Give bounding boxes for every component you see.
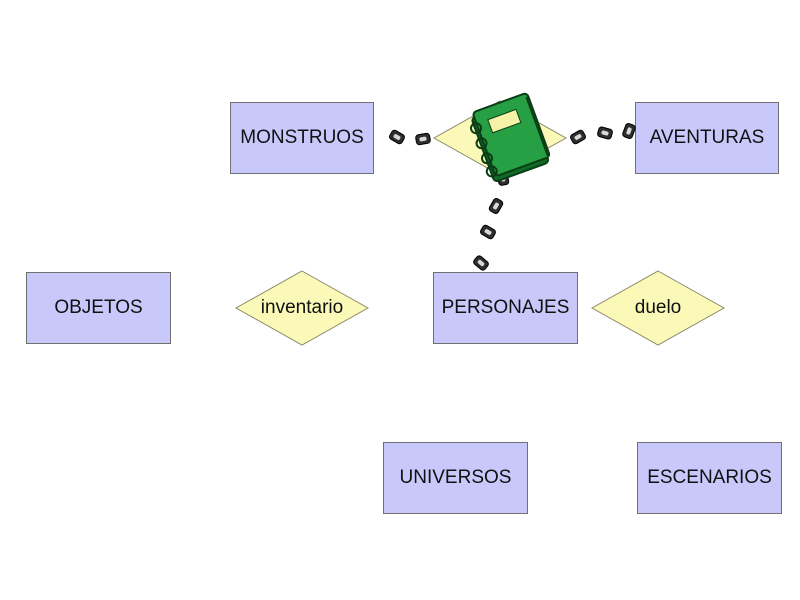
chain-link-icon — [387, 128, 407, 146]
relation-duelo-label: duelo — [634, 297, 682, 318]
relation-duelo[interactable]: duelo — [591, 270, 725, 346]
chain-link-icon — [621, 122, 637, 140]
relation-inventario-label: inventario — [260, 297, 344, 318]
relation-inventario[interactable]: inventario — [235, 270, 369, 346]
relation-inventario-diamond — [235, 270, 369, 346]
entity-universos[interactable]: UNIVERSOS — [383, 442, 528, 514]
entity-personajes[interactable]: PERSONAJES — [433, 272, 578, 344]
green-book-icon — [470, 92, 551, 182]
chain-link-icon — [596, 125, 614, 141]
chain-link-icon — [478, 223, 498, 241]
entity-escenarios[interactable]: ESCENARIOS — [637, 442, 782, 514]
chain-link-icon — [414, 132, 432, 146]
entity-aventuras[interactable]: AVENTURAS — [635, 102, 779, 174]
entity-personajes-label: PERSONAJES — [441, 297, 570, 318]
entity-objetos[interactable]: OBJETOS — [26, 272, 171, 344]
relation-duelo-diamond — [591, 270, 725, 346]
chain-link-icon — [487, 196, 505, 216]
entity-escenarios-label: ESCENARIOS — [647, 467, 772, 488]
entity-monstruos-label: MONSTRUOS — [240, 127, 364, 148]
entity-aventuras-label: AVENTURAS — [649, 127, 765, 148]
entity-universos-label: UNIVERSOS — [399, 467, 512, 488]
chain-link-icon — [568, 128, 588, 146]
chain-link-icon — [471, 254, 491, 272]
entity-objetos-label: OBJETOS — [54, 297, 143, 318]
entity-monstruos[interactable]: MONSTRUOS — [230, 102, 374, 174]
